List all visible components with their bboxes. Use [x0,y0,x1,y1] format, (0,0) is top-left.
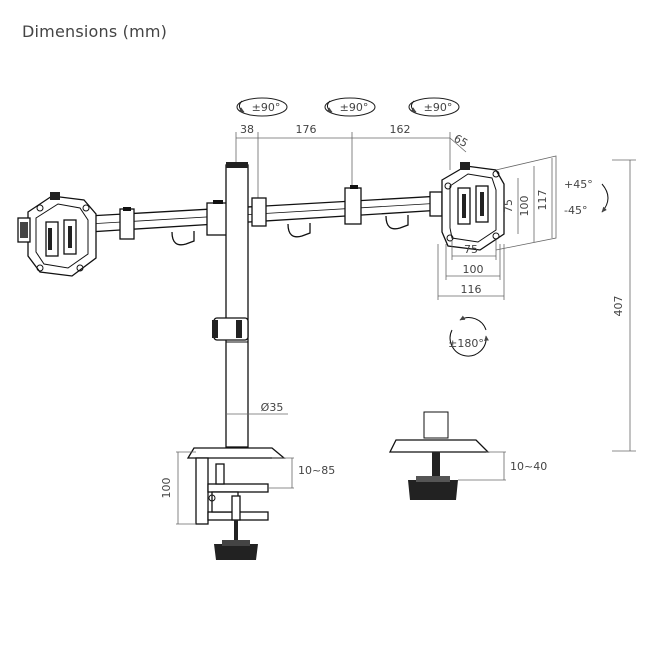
grommet-mount: 10~40 [388,411,547,500]
dim-arm1: 176 [296,123,317,136]
svg-text:±90°: ±90° [252,101,281,114]
dim-grommet-range: 10~40 [510,460,547,473]
dim-vesa-h1: 75 [464,243,478,256]
page-title: Dimensions (mm) [22,22,168,41]
dim-height: 117 [536,190,549,211]
pole: Ø35 [212,162,288,448]
tilt-indicator: +45° -45° [564,178,609,217]
dim-vesa-v2: 100 [518,196,531,217]
swivel-indicator: ±180° [448,315,489,357]
dim-offset: 38 [240,123,254,136]
arm-assembly [87,185,443,246]
dim-vesa-v1: 75 [502,199,515,213]
svg-text:-45°: -45° [564,204,587,217]
dim-width: 116 [461,283,482,296]
dim-pole-height: 407 [612,296,625,317]
c-clamp: 100 10~85 [160,447,335,560]
dim-clamp-range: 10~85 [298,464,335,477]
dim-head: 65 [451,132,470,150]
dim-clamp-height: 100 [160,478,173,499]
rotation-badge-clamp: ±90° [236,97,288,117]
vesa-plate-right [441,155,557,251]
dim-arm2: 162 [390,123,411,136]
right-plate-dimensions: 75 100 117 75 100 116 [437,158,553,300]
dim-pole-diameter: Ø35 [261,401,284,414]
rotation-badge-arm: ±90° [324,97,376,117]
top-dimension-line: 38 176 162 65 [235,123,470,200]
svg-text:±180°: ±180° [448,337,484,350]
svg-text:±90°: ±90° [340,101,369,114]
rotation-badge-head: ±90° [408,97,460,117]
pole-height-dimension: 407 [612,159,636,452]
svg-text:±90°: ±90° [424,101,453,114]
dim-vesa-h2: 100 [463,263,484,276]
vesa-plate-left [17,192,97,277]
svg-text:+45°: +45° [564,178,593,191]
